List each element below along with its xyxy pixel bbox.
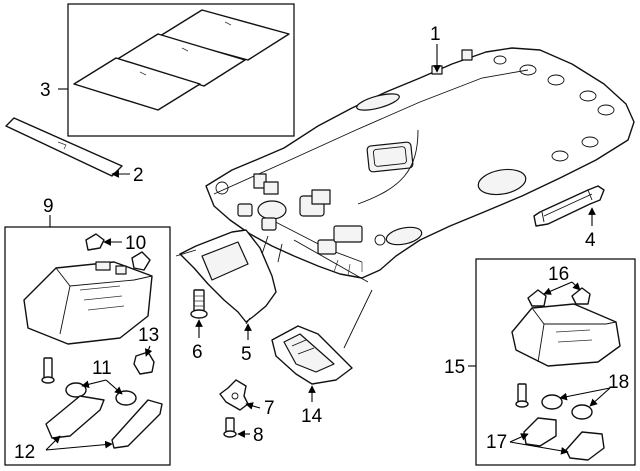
headliner [205,47,635,283]
callout-18: 18 [608,372,629,393]
room-lamp-group-box [475,258,636,466]
callout-3: 3 [40,80,51,101]
bracket-7 [219,379,249,411]
pad-strip [5,117,123,177]
assist-grip [533,185,605,227]
callout-7: 7 [264,398,275,419]
pad-bottom [73,57,201,111]
callout-13: 13 [138,325,159,346]
callout-11: 11 [92,358,112,379]
dome-lamp-14 [271,325,353,385]
callout-10: 10 [125,233,146,254]
screw-6 [190,289,208,319]
callout-1: 1 [430,24,441,45]
callout-2: 2 [133,165,144,186]
console-group-box [4,226,171,466]
callout-16: 16 [548,264,569,285]
pads-group-box [67,3,295,137]
callout-labels: 1 2 3 4 5 6 7 8 9 10 11 12 13 14 15 16 1… [14,24,629,463]
callout-5: 5 [241,344,252,365]
callout-9: 9 [43,196,54,217]
callout-15: 15 [444,357,465,378]
callout-8: 8 [253,425,264,446]
callout-6: 6 [192,342,203,363]
callout-17: 17 [486,432,507,453]
sun-visor [175,229,277,325]
callout-4: 4 [585,230,596,251]
screw-8 [223,417,237,438]
callout-12: 12 [14,442,35,463]
callout-14: 14 [301,406,323,427]
leader-lines [45,44,611,455]
